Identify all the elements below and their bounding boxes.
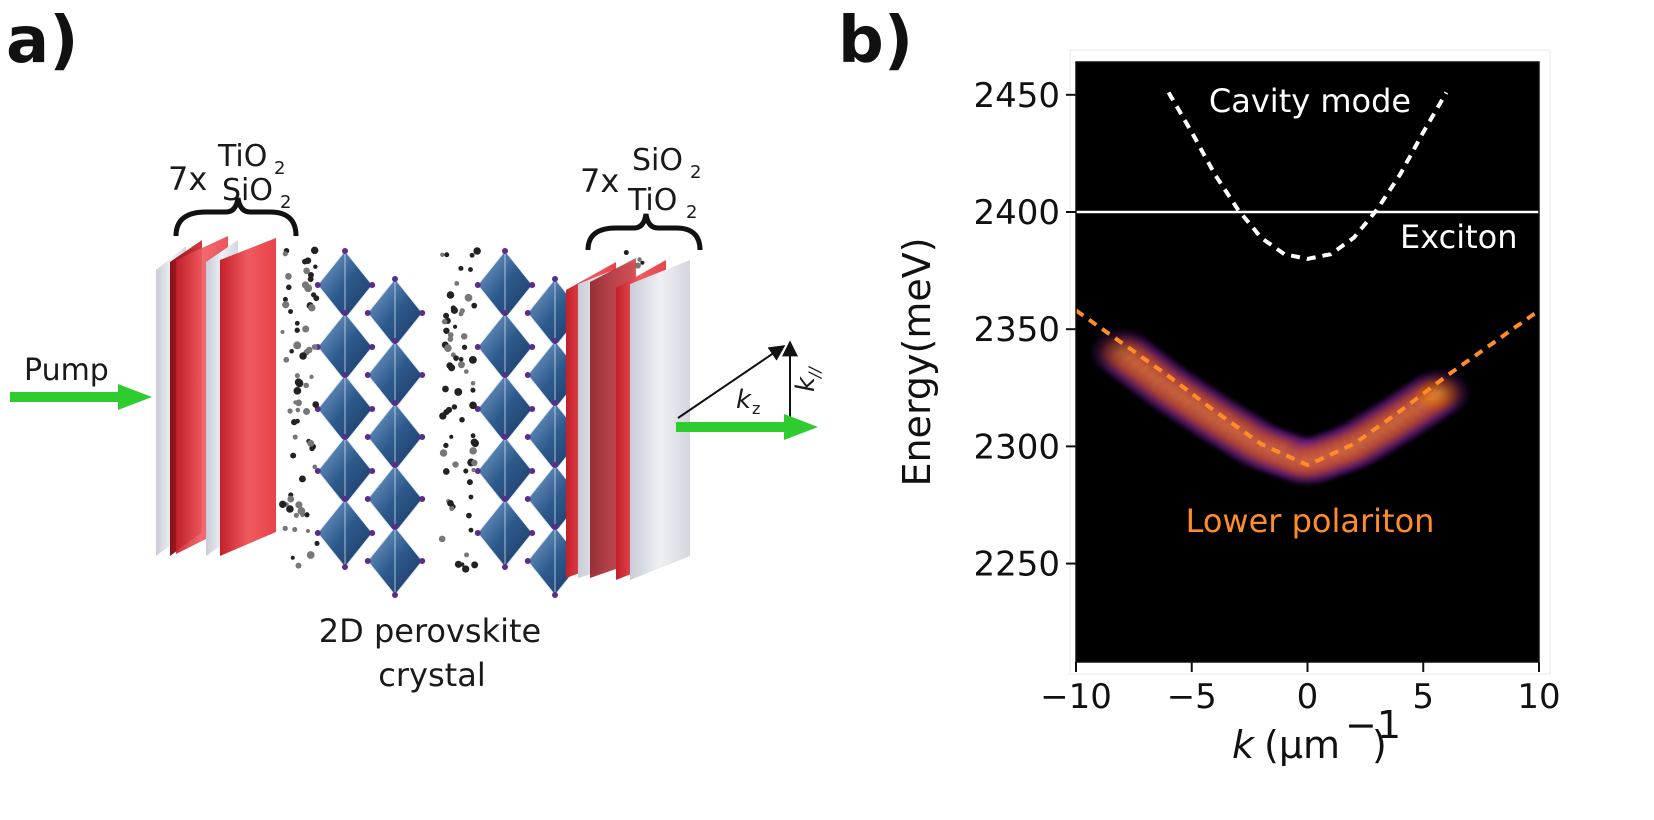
right-mirror-bottom-sub: 2 bbox=[686, 202, 697, 223]
left-mirror-bottom: SiO bbox=[222, 173, 273, 208]
right-mirror-top-sub: 2 bbox=[690, 162, 701, 183]
organic-spacer-1 bbox=[278, 246, 320, 569]
octahedron-2-1 bbox=[474, 310, 536, 384]
panel-a-label: a) bbox=[6, 4, 78, 78]
y-axis: 2250 2300 2350 2400 2450 bbox=[973, 76, 1076, 585]
right-mirror-white-slab-2 bbox=[630, 260, 690, 580]
right-mirror-stack bbox=[566, 258, 690, 580]
x-axis-title-symbol: k bbox=[1232, 723, 1256, 767]
x-axis-title-unit: (μm bbox=[1264, 723, 1340, 767]
polariton-emission bbox=[1088, 326, 1473, 489]
y-axis-title: Energy(meV) bbox=[895, 237, 939, 486]
emission-blob bbox=[1404, 366, 1473, 419]
x-axis-title-exponent: −1 bbox=[1345, 703, 1401, 747]
y-tick-label: 2450 bbox=[973, 76, 1060, 116]
y-tick-label: 2350 bbox=[973, 310, 1060, 350]
octahedron-0-4 bbox=[314, 496, 376, 570]
pump-label: Pump bbox=[24, 353, 109, 388]
left-mirror-top-sub: 2 bbox=[274, 158, 285, 179]
y-tick-label: 2300 bbox=[973, 427, 1060, 467]
right-mirror-label: 7x SiO 2 TiO 2 bbox=[580, 143, 701, 223]
exciton-label: Exciton bbox=[1400, 218, 1517, 256]
crystal-caption-line1: 2D perovskite bbox=[319, 612, 541, 650]
x-tick-label: 5 bbox=[1412, 677, 1434, 717]
x-tick-label: −10 bbox=[1040, 677, 1112, 717]
octahedron-1-4 bbox=[364, 524, 426, 598]
perovskite-crystal bbox=[278, 246, 651, 598]
x-tick-label: 10 bbox=[1517, 677, 1560, 717]
pump-arrow bbox=[10, 384, 152, 410]
x-axis-title: k (μm −1 ) bbox=[1232, 703, 1401, 767]
left-mirror-prefix: 7x bbox=[168, 160, 207, 198]
x-tick-label: 0 bbox=[1297, 677, 1319, 717]
kpar-subscript: // bbox=[805, 366, 824, 380]
x-axis: −10 −5 0 5 10 bbox=[1040, 662, 1561, 717]
left-mirror-brace bbox=[173, 197, 299, 237]
crystal-caption-line2: crystal bbox=[378, 656, 485, 694]
right-mirror-top: SiO bbox=[632, 143, 683, 178]
series-cavity-mode-line bbox=[1166, 91, 1449, 261]
left-mirror-top: TiO bbox=[217, 139, 267, 174]
right-mirror-prefix: 7x bbox=[580, 162, 619, 200]
organic-spacer-2 bbox=[438, 247, 481, 573]
kz-label: k bbox=[736, 385, 752, 415]
right-mirror-bottom: TiO bbox=[627, 183, 677, 218]
cavity-mode-label: Cavity mode bbox=[1209, 82, 1411, 120]
x-axis-title-close: ) bbox=[1372, 723, 1387, 767]
right-mirror-brace bbox=[585, 213, 703, 251]
y-tick-label: 2250 bbox=[973, 545, 1060, 585]
output-arrow bbox=[676, 414, 818, 440]
x-tick-label: −5 bbox=[1167, 677, 1217, 717]
k-vector-diagram: k z k // bbox=[677, 340, 824, 419]
kz-subscript: z bbox=[752, 399, 760, 418]
left-mirror-bottom-sub: 2 bbox=[280, 192, 291, 213]
dispersion-curves bbox=[1076, 91, 1539, 468]
left-mirror-stack bbox=[156, 236, 276, 556]
octahedron-1-2 bbox=[364, 400, 426, 474]
octahedron-2-4 bbox=[474, 496, 536, 570]
left-mirror-red-slab-2 bbox=[220, 238, 276, 556]
k-total-arrow bbox=[677, 345, 786, 419]
panel-b-label: b) bbox=[838, 4, 913, 78]
kpar-label: k bbox=[791, 376, 821, 392]
left-mirror-label: 7x TiO 2 SiO 2 bbox=[168, 139, 291, 213]
lower-polariton-label: Lower polariton bbox=[1186, 502, 1435, 540]
series-lower-polariton-line bbox=[1076, 308, 1539, 468]
y-tick-label: 2400 bbox=[973, 193, 1060, 233]
